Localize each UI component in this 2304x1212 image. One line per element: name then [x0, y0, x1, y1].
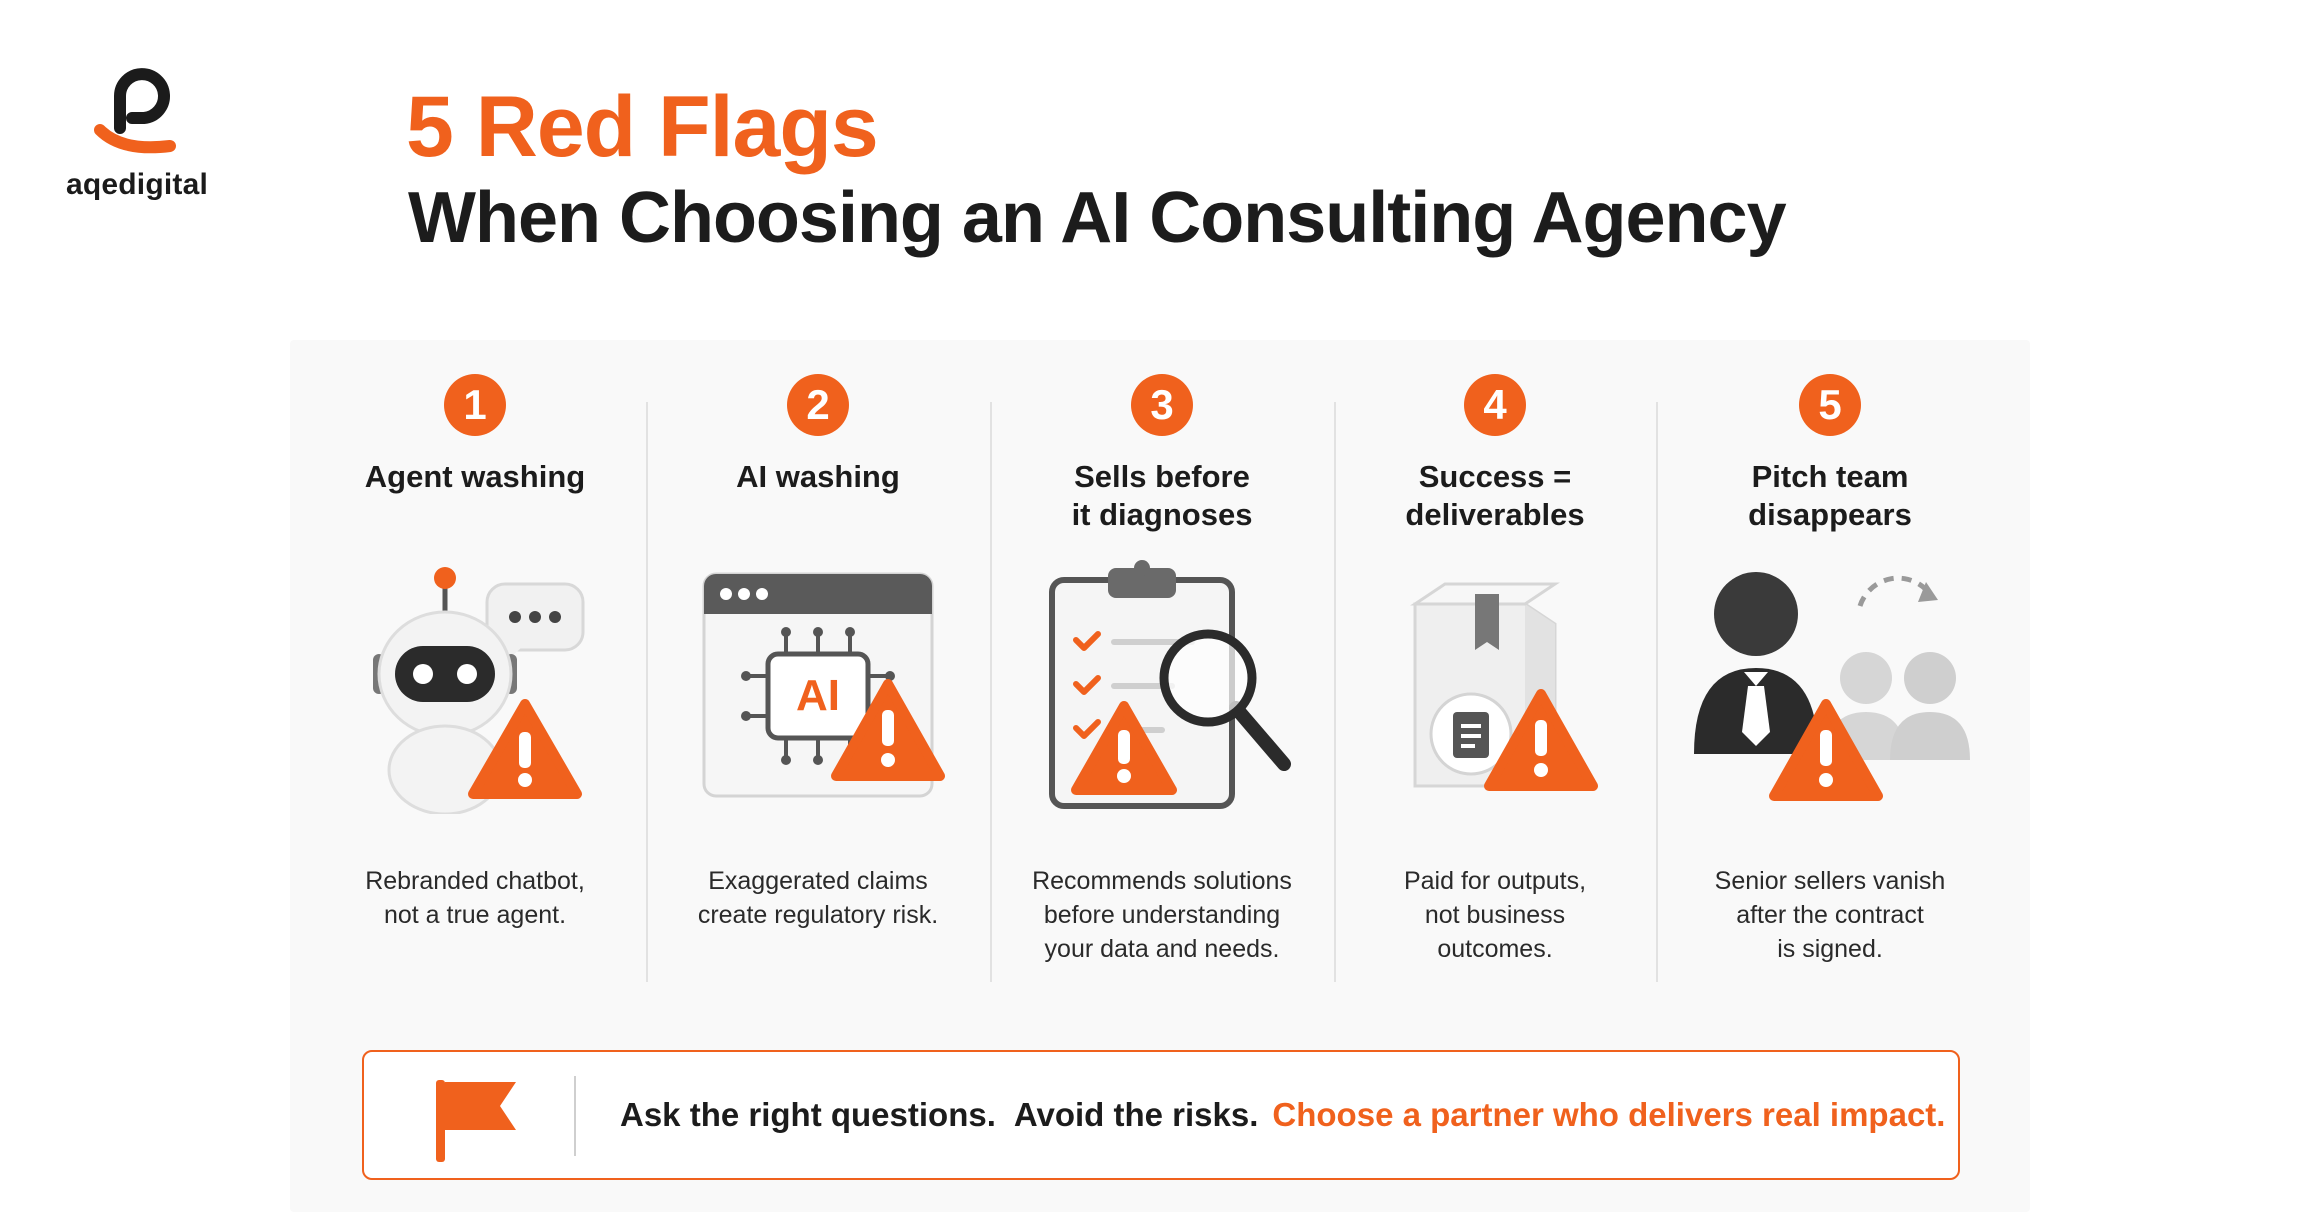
- flag-description: Senior sellers vanish after the contract…: [1714, 867, 1946, 963]
- flag-description: Rebranded chatbot, not a true agent.: [365, 867, 585, 929]
- flag-heading: Agent washing: [364, 459, 586, 494]
- ai-chip-browser-warning-icon: AI: [678, 554, 958, 814]
- red-flag-card-5: 5 Pitch team disappears Senior sellers v…: [1660, 374, 2000, 984]
- flag-description: Exaggerated claims create regulatory ris…: [697, 867, 939, 929]
- banner-message: Ask the right questions. Avoid the risks…: [620, 1096, 1946, 1133]
- call-to-action-banner: Ask the right questions. Avoid the risks…: [362, 1050, 1960, 1180]
- flag-number-badge: 1: [444, 374, 506, 436]
- flag-heading: Pitch team disappears: [1748, 459, 1912, 532]
- brand-logo: aqedigital: [52, 60, 222, 210]
- column-divider: [1656, 402, 1658, 982]
- red-flag-card-2: 2 AI washing AI Exagger: [648, 374, 988, 984]
- clipboard-magnifier-warning-icon: [1049, 560, 1291, 809]
- page-title: 5 Red Flags: [406, 79, 879, 175]
- flag-heading: Sells before it diagnoses: [1071, 459, 1253, 532]
- red-flag-card-1: 1 Agent washing Rebranded chatbot, not a…: [305, 374, 645, 984]
- flag-number-badge: 5: [1799, 374, 1861, 436]
- flag-number-badge: 4: [1464, 374, 1526, 436]
- orange-flag-icon: [436, 1080, 516, 1162]
- flag-number-badge: 2: [787, 374, 849, 436]
- aqedigital-logo-icon: [94, 68, 176, 154]
- flag-description: Recommends solutions before understandin…: [1032, 867, 1292, 963]
- ai-chip-label: AI: [796, 671, 840, 720]
- flag-description: Paid for outputs, not business outcomes.: [1403, 867, 1587, 963]
- flag-heading: AI washing: [736, 459, 900, 494]
- box-document-warning-icon: [1410, 582, 1598, 791]
- column-divider: [646, 402, 648, 982]
- column-divider: [990, 402, 992, 982]
- robot-chatbot-warning-icon: [373, 567, 585, 814]
- red-flag-card-4: 4 Success = deliverables Paid for output…: [1325, 374, 1665, 984]
- people-swap-warning-icon: [1694, 572, 1970, 801]
- page-subtitle: When Choosing an AI Consulting Agency: [408, 178, 1787, 258]
- banner-separator: [574, 1076, 576, 1156]
- column-divider: [1334, 402, 1336, 982]
- red-flag-card-3: 3 Sells before it diagnoses Recommends s…: [992, 374, 1332, 984]
- flag-number-badge: 3: [1131, 374, 1193, 436]
- flag-heading: Success = deliverables: [1405, 459, 1585, 532]
- brand-name: aqedigital: [65, 168, 209, 201]
